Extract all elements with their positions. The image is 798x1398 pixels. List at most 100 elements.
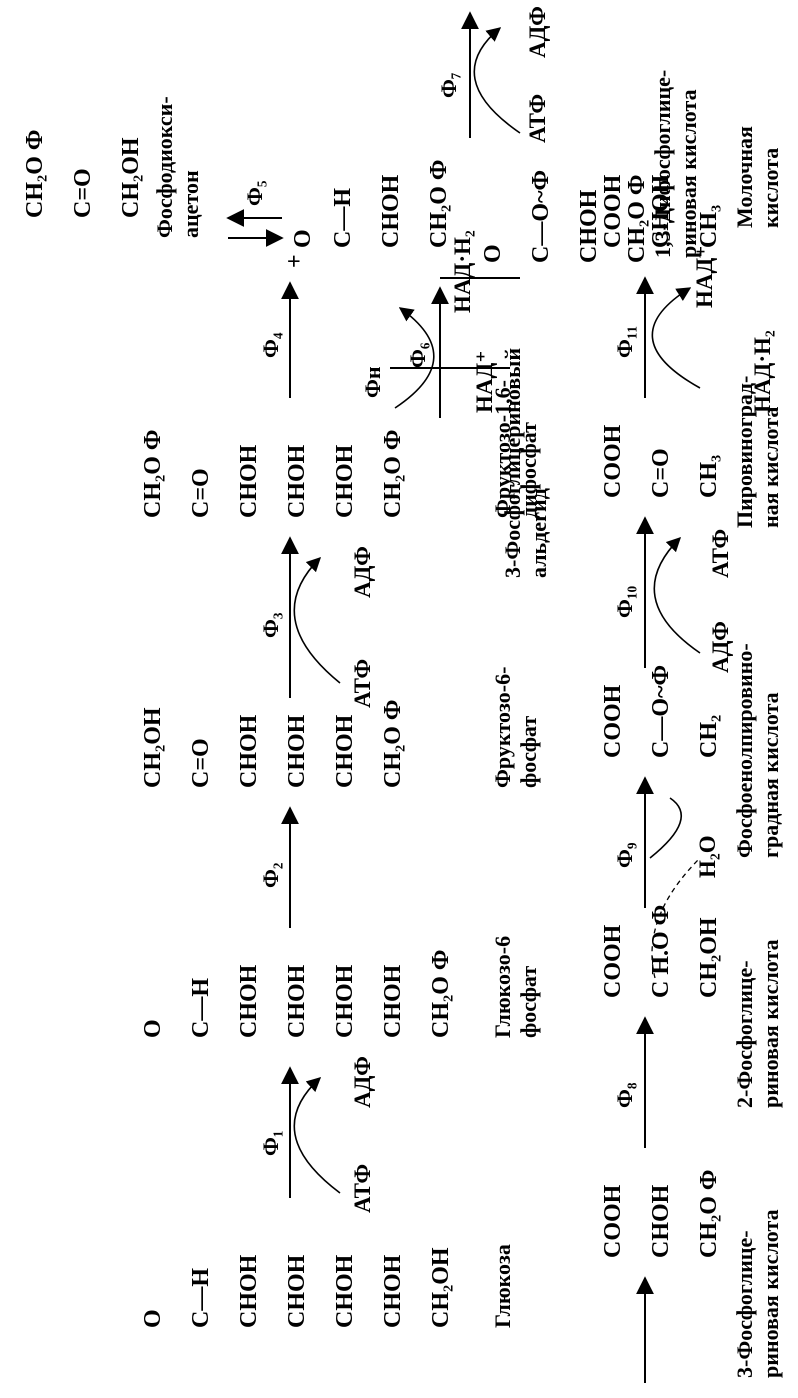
f6p-row-2: C=O bbox=[188, 738, 214, 788]
compound-lactate: COOH CHOH CH₃ Молочная кислота bbox=[600, 126, 783, 248]
f16dp-row-6: CH₂O Ф bbox=[380, 430, 406, 518]
gap-row-3: CHOH bbox=[378, 174, 404, 248]
pyruvate-row-3: CH₃ bbox=[696, 455, 722, 498]
f6p-row-1: CH₂OH bbox=[140, 707, 166, 788]
adp-label-3: АДФ bbox=[350, 546, 375, 598]
pep-name-line-2: градная кислота bbox=[758, 692, 783, 858]
nad-label-6: НАД⁺ bbox=[472, 351, 497, 413]
g6p-name-line-1: Глюкозо-6 bbox=[490, 936, 515, 1038]
f6p-row-3: CHOH bbox=[236, 714, 262, 788]
compound-glyceraldehyde-3-phosphate: O C—H CHOH CH₂O Ф bbox=[290, 160, 452, 248]
nadh-label-11: НАД·Н₂ bbox=[750, 330, 775, 413]
atp-label-10: АТФ bbox=[708, 529, 733, 578]
lactate-row-2: CHOH bbox=[648, 174, 674, 248]
f6p-name-line-1: Фруктозо-6- bbox=[490, 667, 515, 788]
pg2-row-1: COOH bbox=[600, 924, 626, 998]
f6p-row-4: CHOH bbox=[284, 714, 310, 788]
gap-name-line-2: альдегид bbox=[526, 488, 551, 578]
reaction-step-3: Ф₃ АТФ АДФ bbox=[258, 536, 375, 708]
enzyme-11: Ф₁₁ bbox=[612, 326, 637, 358]
compound-dihydroxyacetone-phosphate: CH₂O Ф C=O CH₂OH Фосфодиокси- ацетон bbox=[22, 96, 203, 238]
pep-row-1: COOH bbox=[600, 684, 626, 758]
pg2-name-line-2: риновая кислота bbox=[758, 939, 783, 1108]
pg2-row-2: C H.O Ф bbox=[648, 905, 674, 998]
f6p-row-6: CH₂O Ф bbox=[380, 700, 406, 788]
reaction-step-4: Ф₄ bbox=[258, 281, 299, 398]
gap-row-1: O bbox=[290, 229, 316, 248]
enzyme-6: Ф₆ bbox=[405, 342, 430, 368]
pyruvate-row-2: C=O bbox=[648, 448, 674, 498]
atp-label-3: АТФ bbox=[350, 659, 375, 708]
glucose-row-1: O bbox=[140, 1309, 166, 1328]
enzyme-7: Ф₇ bbox=[436, 72, 461, 98]
lactate-name-line-2: кислота bbox=[758, 148, 783, 228]
f16dp-row-1: CH₂O Ф bbox=[140, 430, 166, 518]
bpg-name-line-1: 1,3-Дифосфоглице- bbox=[650, 70, 675, 258]
pg3-row-3: CH₂O Ф bbox=[696, 1170, 722, 1258]
g6p-row-5: CHOH bbox=[332, 964, 358, 1038]
water-label-9: H₂O bbox=[695, 835, 720, 878]
pep-name-line-1: Фосфоенолпировино- bbox=[732, 643, 757, 858]
compound-glucose-6-phosphate: O C—H CHOH CHOH CHOH CHOH CH₂O Ф Глюкозо… bbox=[140, 936, 541, 1038]
glucose-row-4: CHOH bbox=[284, 1254, 310, 1328]
compound-pyruvate: COOH C=O CH₃ Пировиноград- ная кислота bbox=[600, 376, 783, 528]
pyruvate-name-line-2: ная кислота bbox=[758, 407, 783, 528]
water-curve-9 bbox=[649, 797, 682, 859]
adp-label-1: АДФ bbox=[350, 1056, 375, 1108]
pg3-row-1: COOH bbox=[600, 1184, 626, 1258]
pg2-row-3: CH₂OH bbox=[696, 917, 722, 998]
plus-sign: + bbox=[282, 254, 308, 268]
glucose-row-7: CH₂OH bbox=[428, 1247, 454, 1328]
reaction-step-1: Ф₁ АТФ АДФ bbox=[258, 1056, 375, 1213]
g6p-name-line-2: фосфат bbox=[516, 966, 541, 1038]
adp-label-10: АДФ bbox=[708, 621, 733, 673]
nadh-label-6: НАД·Н₂ bbox=[450, 230, 475, 313]
f6p-row-5: CHOH bbox=[332, 714, 358, 788]
lactate-row-3: CH₃ bbox=[696, 205, 722, 248]
compound-fructose-6-phosphate: CH₂OH C=O CHOH CHOH CHOH CH₂O Ф Фруктозо… bbox=[140, 667, 541, 788]
gap-name-line-1: 3-Фосфоглицериновый bbox=[500, 348, 525, 578]
enzyme-2: Ф₂ bbox=[258, 862, 283, 888]
enzyme-9: Ф₉ bbox=[612, 842, 637, 868]
enzyme-10: Ф₁₀ bbox=[612, 586, 637, 618]
adp-atp-curve-10 bbox=[653, 536, 701, 654]
dhap-name-line-1: Фосфодиокси- bbox=[152, 96, 177, 238]
atp-label-1: АТФ bbox=[350, 1164, 375, 1213]
lactate-row-1: COOH bbox=[600, 174, 626, 248]
enzyme-1: Ф₁ bbox=[258, 1131, 283, 1157]
reaction-step-6-main: Ф₆ Фн НАД⁺ НАД·Н₂ bbox=[360, 230, 497, 418]
pg3-name-line-2: риновая кислота bbox=[758, 1209, 783, 1378]
pg3-name-line-1: 3-Фосфоглице- bbox=[732, 1230, 757, 1378]
compound-3-phosphoglycerate: COOH CHOH CH₂O Ф 3-Фосфоглице- риновая к… bbox=[600, 1170, 783, 1378]
pg2-dashed-group bbox=[651, 857, 701, 979]
glucose-row-2: C—H bbox=[188, 1268, 214, 1328]
enzyme-4: Ф₄ bbox=[258, 332, 283, 358]
compound-1-3-diphosphoglycerate: O C—O~Ф CHOH CH₂O Ф 1,3-Дифосфоглице- ри… bbox=[480, 70, 701, 263]
pep-row-3: CH₂ bbox=[696, 715, 722, 758]
pyruvate-row-1: COOH bbox=[600, 424, 626, 498]
g6p-row-4: CHOH bbox=[284, 964, 310, 1038]
pyruvate-name-line-1: Пировиноград- bbox=[732, 376, 757, 528]
bpg-row-3: CHOH bbox=[576, 189, 602, 263]
f16dp-row-2: C=O bbox=[188, 468, 214, 518]
f16dp-row-5: CHOH bbox=[332, 444, 358, 518]
f16dp-row-4: CHOH bbox=[284, 444, 310, 518]
reaction-step-11: Ф₁₁ НАД·Н₂ НАД⁺ bbox=[612, 246, 775, 413]
pep-row-2: C—O~Ф bbox=[648, 665, 674, 758]
atp-adp-curve-3 bbox=[293, 556, 341, 684]
g6p-row-2: C—H bbox=[188, 978, 214, 1038]
dhap-row-2: C=O bbox=[70, 168, 96, 218]
reaction-step-5: Ф₅ bbox=[226, 180, 284, 247]
reaction-step-6 bbox=[390, 277, 520, 369]
pg2-name-line-1: 2-Фосфоглице- bbox=[732, 960, 757, 1108]
atp-adp-curve-7 bbox=[473, 27, 521, 134]
reaction-step-10: Ф₁₀ АДФ АТФ bbox=[612, 516, 733, 673]
f16dp-row-3: CHOH bbox=[236, 444, 262, 518]
glucose-row-5: CHOH bbox=[332, 1254, 358, 1328]
g6p-row-1: O bbox=[140, 1019, 166, 1038]
nad-curve-11 bbox=[651, 287, 701, 389]
enzyme-n: Фн bbox=[360, 366, 385, 398]
reaction-step-7: Ф₇ АТФ АДФ bbox=[436, 6, 550, 143]
bpg-row-4: CH₂O Ф bbox=[624, 175, 650, 263]
